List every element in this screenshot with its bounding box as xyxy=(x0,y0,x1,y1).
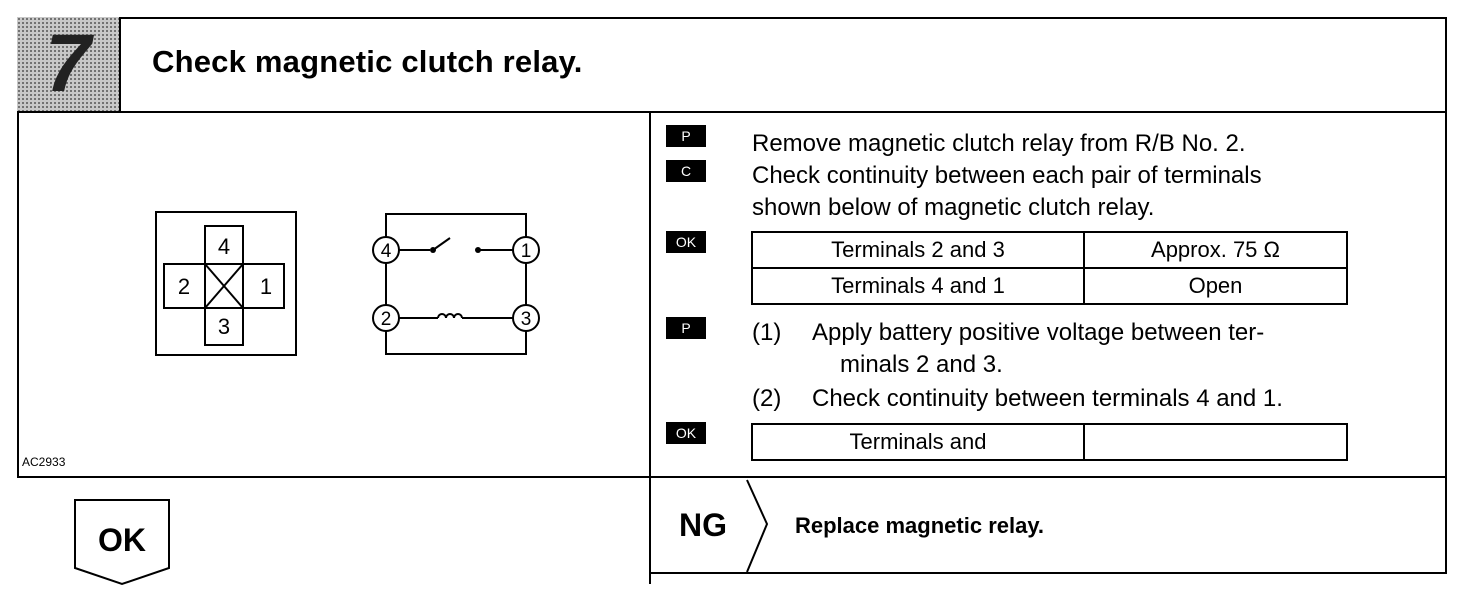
instruction-check-line2: shown below of magnetic clutch relay. xyxy=(752,194,1155,221)
switch-contact xyxy=(432,237,451,251)
step-title: Check magnetic clutch relay. xyxy=(152,44,583,79)
table-cell: Approx. 75 Ω xyxy=(1083,231,1348,269)
connector-terminal-3: 3 xyxy=(218,314,230,339)
table-row: Terminals 4 and 1 Open xyxy=(751,267,1348,305)
ok-badge: OK xyxy=(666,231,706,253)
ok-button-label: OK xyxy=(98,522,146,558)
table-cell xyxy=(1083,423,1348,461)
table-cell: Open xyxy=(1083,267,1348,305)
table-cell: Terminals 4 and 1 xyxy=(751,267,1085,305)
p-badge: P xyxy=(666,317,706,339)
table-cell: Terminals and xyxy=(751,423,1085,461)
ng-action: Replace magnetic relay. xyxy=(795,513,1045,538)
circuit-terminal-4: 4 xyxy=(381,241,392,262)
continuity-table-2: Terminals and xyxy=(751,423,1348,461)
circuit-terminal-3: 3 xyxy=(521,309,532,330)
figure-label: AC2933 xyxy=(22,455,66,469)
instruction-check-line1: Check continuity between each pair of te… xyxy=(752,162,1262,189)
connector-terminal-2: 2 xyxy=(178,274,190,299)
ng-arrow xyxy=(746,479,769,573)
c-badge: C xyxy=(666,160,706,182)
circuit-terminal-1: 1 xyxy=(521,241,532,262)
circuit-outline xyxy=(385,213,527,355)
relay-diagram: 4 2 1 3 4 1 2 3 xyxy=(155,211,540,356)
ok-badge: OK xyxy=(666,422,706,444)
table-row: Terminals 2 and 3 Approx. 75 Ω xyxy=(751,231,1348,269)
table-cell: Terminals 2 and 3 xyxy=(751,231,1085,269)
header-divider xyxy=(17,111,1447,113)
column-divider xyxy=(649,111,651,584)
ng-section xyxy=(651,478,1447,574)
connector-terminal-1: 1 xyxy=(260,274,272,299)
step-1-line1: Apply battery positive voltage between t… xyxy=(812,319,1265,346)
continuity-table-1: Terminals 2 and 3 Approx. 75 Ω Terminals… xyxy=(751,231,1348,305)
circuit-terminal-2: 2 xyxy=(381,309,392,330)
step-frame xyxy=(17,17,1447,478)
p-badge: P xyxy=(666,125,706,147)
connector-outline xyxy=(155,211,297,356)
step-number-box: 7 xyxy=(17,17,121,113)
step-2-number: (2) xyxy=(752,385,782,412)
step-1-line2: minals 2 and 3. xyxy=(840,351,1003,378)
step-2-text: Check continuity between terminals 4 and… xyxy=(812,385,1283,412)
ok-button[interactable]: OK xyxy=(73,498,171,588)
step-1-number: (1) xyxy=(752,319,782,346)
coil xyxy=(437,313,463,319)
step-number: 7 xyxy=(45,18,91,109)
connector-terminal-4: 4 xyxy=(218,234,230,259)
table-row: Terminals and xyxy=(751,423,1348,461)
instruction-remove: Remove magnetic clutch relay from R/B No… xyxy=(752,130,1246,157)
ng-label: NG xyxy=(679,507,727,543)
